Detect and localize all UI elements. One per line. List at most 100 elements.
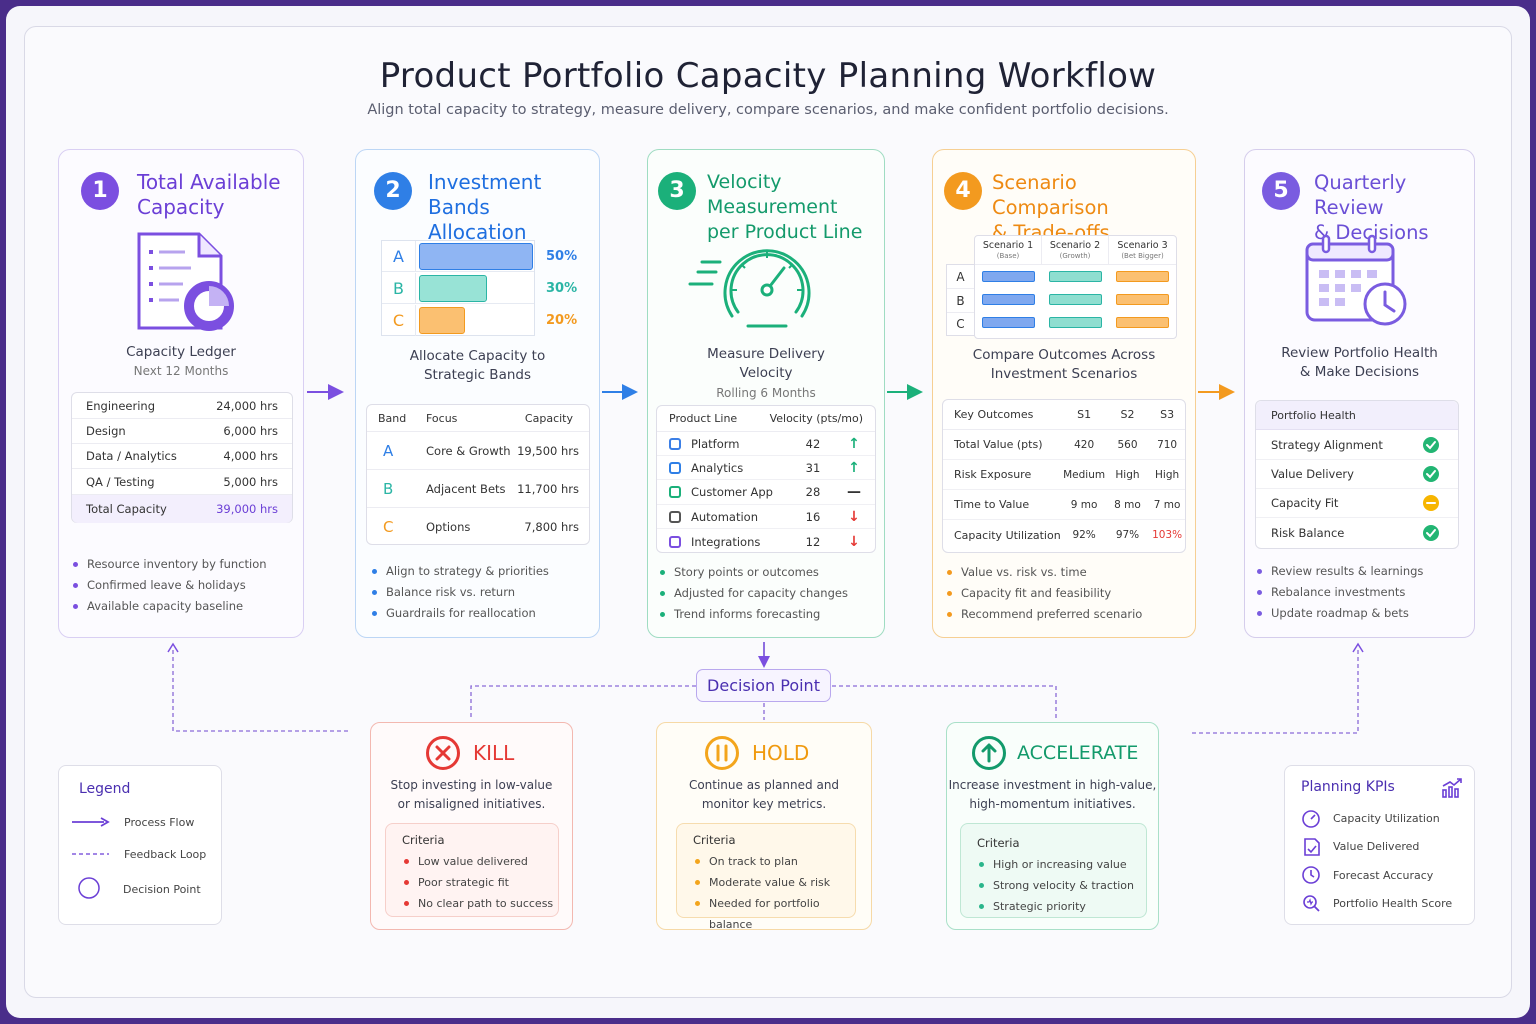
product-line-icon (669, 486, 681, 499)
panel-title: Portfolio Health (1256, 401, 1458, 430)
step-number: 3 (658, 172, 696, 210)
health-metric: Strategy Alignment (1271, 438, 1383, 452)
trend-icon: ↑ (848, 459, 860, 476)
scenario-header: Scenario 2(Growth) (1042, 236, 1109, 265)
outcome-title: KILL (473, 741, 515, 765)
legend-item: Process Flow (124, 816, 195, 829)
velocity-value: 42 (805, 436, 821, 451)
accelerate-card: ACCELERATE Increase investment in high-v… (946, 722, 1159, 930)
legend-item: Feedback Loop (124, 848, 207, 861)
outcome-name: Capacity Utilization (954, 528, 1061, 542)
decision-point-badge: Decision Point (696, 669, 831, 702)
gauge-icon (1302, 810, 1320, 828)
band-percent: 30% (546, 281, 578, 296)
step-number: 4 (944, 172, 982, 210)
product-line-name: Analytics (691, 460, 744, 475)
step-number: 2 (374, 172, 412, 210)
outcome-s3: 7 mo (1153, 498, 1181, 511)
step-caption: Capacity Ledger (126, 344, 236, 360)
outcome-s2: 97% (1115, 529, 1140, 541)
velocity-value: 16 (805, 509, 821, 524)
trend-icon: ↓ (848, 533, 860, 550)
product-line-name: Platform (691, 436, 740, 451)
scenario-header: Scenario 1(Base) (975, 236, 1042, 265)
band-letter: C (382, 305, 416, 336)
check-circle-icon (1423, 437, 1439, 453)
step-subcaption: Next 12 Months (133, 364, 229, 378)
legend-item: Decision Point (123, 883, 201, 896)
outcome-s2: High (1115, 468, 1140, 481)
band-percent: 20% (546, 313, 578, 328)
product-line-icon (669, 437, 681, 450)
product-line-icon (669, 461, 681, 474)
bar-chart-icon (1442, 778, 1462, 798)
band-bar (419, 275, 488, 302)
check-circle-icon (1423, 524, 1439, 541)
planning-kpis: Planning KPIs Capacity Utilization Value… (1284, 765, 1475, 925)
feedback-loop (172, 648, 1359, 734)
table-row: Risk Balance (1256, 518, 1458, 547)
kpi-item: Capacity Utilization (1333, 812, 1440, 825)
scenario-bar (1049, 317, 1102, 328)
trend-icon: — (847, 484, 861, 501)
table-row: Risk Exposure Medium High High (943, 460, 1185, 490)
outcome-name: Risk Exposure (954, 468, 1032, 481)
outcome-title: HOLD (752, 741, 810, 765)
outcome-s1: Medium (1063, 468, 1106, 481)
outcome-s3: 103% (1152, 529, 1183, 541)
outcome-description: Increase investment in high-value,high-m… (948, 778, 1157, 811)
trend-icon: ↑ (848, 435, 860, 452)
band-bar (419, 243, 533, 270)
feedback-loop-symbol (72, 853, 109, 855)
step-title: Quarterly Review& Decisions (1314, 171, 1429, 244)
close-circle-icon (426, 736, 460, 770)
scenario-bar (982, 271, 1035, 282)
band-letter: A (382, 241, 416, 272)
step-card-quarterly-review: 5 Quarterly Review& Decisions Review Por… (1244, 149, 1475, 638)
product-line-name: Automation (691, 509, 758, 524)
outcome-s3: High (1155, 468, 1180, 481)
band-row-a: A (382, 241, 534, 272)
calendar-clock-icon (1305, 234, 1407, 326)
document-chart-icon (137, 232, 234, 331)
outcome-s1: 420 (1074, 438, 1095, 451)
clock-history-icon (1302, 866, 1320, 884)
step-caption: Review Portfolio Health& Make Decisions (1281, 345, 1438, 380)
scenario-bar (982, 294, 1035, 305)
health-metric: Risk Balance (1271, 525, 1345, 540)
velocity-value: 28 (805, 485, 821, 500)
outcome-s1: 9 mo (1070, 498, 1098, 511)
outcome-name: Total Value (pts) (954, 438, 1043, 451)
scenario-bar (1049, 294, 1102, 305)
step-number: 5 (1262, 172, 1300, 210)
band-percent: 50% (546, 249, 578, 264)
outcome-name: Time to Value (954, 498, 1030, 511)
scenario-bar (982, 317, 1035, 328)
